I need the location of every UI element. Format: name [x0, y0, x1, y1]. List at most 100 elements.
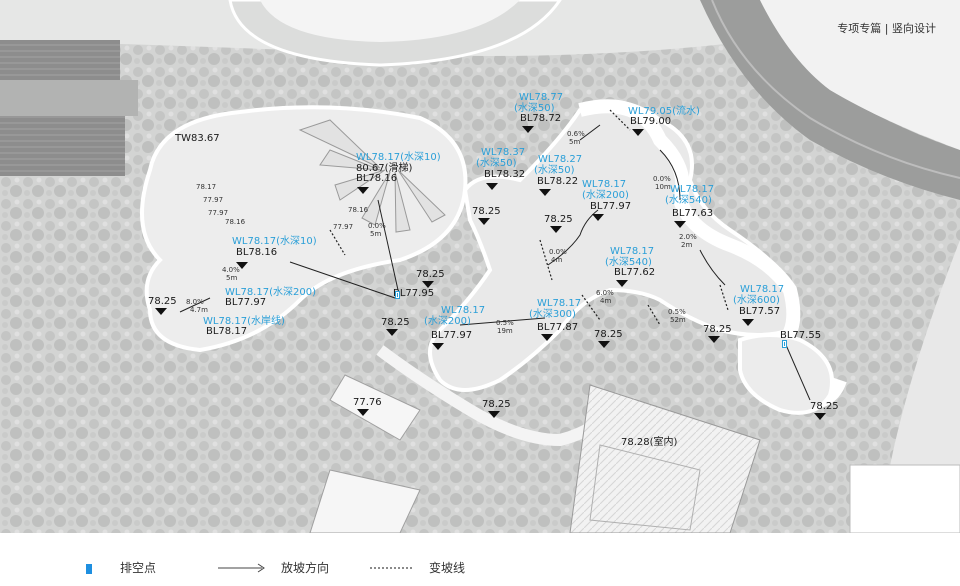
spot-elevation-marker — [357, 409, 369, 416]
water-depth-50b: (水深50) — [514, 103, 555, 114]
spot-elevation-drain: 78.25 — [381, 317, 410, 328]
parking-upper — [0, 40, 120, 80]
slope-note: 0.0% — [653, 175, 671, 183]
slope-note: 52m — [670, 316, 686, 324]
slope-note: 4.7m — [190, 306, 208, 314]
water-level-7827: WL78.27 — [538, 154, 583, 165]
slope-arrow-icon — [218, 563, 265, 573]
water-depth-b200: (水深200) — [424, 316, 471, 327]
spot-elevation-low: 78.25 — [482, 399, 511, 410]
indoor-building — [569, 384, 761, 533]
building-pavilion — [329, 374, 421, 441]
water-level-7905: WL79.05(流水) — [628, 106, 700, 117]
base-level-m540: BL77.62 — [614, 267, 656, 278]
base-level-7822: BL78.22 — [537, 176, 579, 187]
slope-note: 10m — [655, 183, 671, 191]
base-level-shoreline: BL78.17 — [206, 326, 248, 337]
road — [700, 0, 960, 200]
slope-note: 77.97 — [208, 209, 229, 217]
spot-elevation-upper: 78.25 — [416, 269, 445, 280]
water-level-slide: WL78.17(水深10) — [356, 152, 441, 163]
building-interior-outline — [589, 444, 701, 531]
road-edge — [711, 0, 960, 179]
lawn-east — [880, 240, 960, 533]
legend: 排空点 放坡方向 变坡线 — [0, 533, 960, 586]
legend-slope-label: 放坡方向 — [281, 561, 330, 575]
water-level-r600: WL78.17 — [740, 284, 785, 295]
spot-elevation-marker — [357, 187, 369, 194]
slope-note: 78.16 — [225, 218, 246, 226]
base-level-7755: BL77.55 — [780, 330, 822, 341]
spot-elevation-marker — [155, 308, 167, 315]
water-level-west-10: WL78.17(水深10) — [232, 236, 317, 247]
water-depth-50a: (水深50) — [476, 158, 517, 169]
slope-note: 77.97 — [203, 196, 224, 204]
spot-elevation-mid: 78.25 — [472, 206, 501, 217]
water-depth-m540: (水深540) — [605, 257, 652, 268]
slope-note: 77.97 — [333, 223, 354, 231]
slope-note: 4m — [600, 297, 612, 305]
slope-note: 6.0% — [596, 289, 614, 297]
water-level-west-200: WL78.17(水深200) — [225, 287, 316, 298]
base-level-drain: BL77.95 — [393, 288, 435, 299]
drain-point-icon — [86, 564, 92, 574]
slope-note: 0.5% — [496, 319, 514, 327]
base-level-r540: BL77.63 — [672, 208, 714, 219]
base-level-slide: BL78.16 — [356, 173, 398, 184]
base-level-b200: BL77.97 — [431, 330, 473, 341]
slope-note: 0.0% — [368, 222, 386, 230]
drain-point-marker — [782, 340, 787, 348]
water-level-b200: WL78.17 — [441, 305, 486, 316]
page-header: 专项专篇 | 竖向设计 — [837, 22, 936, 35]
spot-elevation-marker — [539, 189, 551, 196]
slope-note: 4.0% — [222, 266, 240, 274]
slope-note: 5m — [569, 138, 581, 146]
slope-note: 78.16 — [348, 206, 369, 214]
slide-elevation: 80.67(滑梯) — [356, 163, 413, 174]
spot-elevation-marker — [616, 280, 628, 287]
water-depth-50c: (水深50) — [534, 165, 575, 176]
slope-note: 8.0% — [186, 298, 204, 306]
drain-point-marker — [395, 291, 400, 299]
slope-note: 4m — [551, 256, 563, 264]
spot-elevation-marker — [236, 262, 248, 269]
spot-elevation-west: 78.25 — [148, 296, 177, 307]
water-depth-r600: (水深600) — [733, 295, 780, 306]
spot-elevation-marker — [814, 413, 826, 420]
grade-change-lines — [329, 109, 729, 326]
top-wall-elevation: TW83.67 — [175, 133, 220, 144]
spot-elevation-r2: 78.25 — [810, 401, 839, 412]
base-level-c200: BL77.97 — [590, 201, 632, 212]
spot-elevation-marker — [478, 218, 490, 225]
spot-elevation-r1: 78.25 — [703, 324, 732, 335]
spot-elevation-marker — [550, 226, 562, 233]
slope-note: 0.5% — [668, 308, 686, 316]
slope-note: 78.17 — [196, 183, 217, 191]
water-depth-c200: (水深200) — [582, 190, 629, 201]
base-level-b300: BL77.87 — [537, 322, 579, 333]
spot-elevation-marker — [486, 183, 498, 190]
base-level-7872: BL78.72 — [520, 113, 562, 124]
spot-elevation-marker — [742, 319, 754, 326]
spot-elevation-marker — [708, 336, 720, 343]
water-depth-r540: (水深540) — [665, 195, 712, 206]
slope-note: 0.0% — [549, 248, 567, 256]
spot-elevation-b1: 78.25 — [594, 329, 623, 340]
spot-elevation-marker — [432, 343, 444, 350]
entry-plaza-inner — [260, 0, 520, 42]
spot-elevation-marker — [522, 126, 534, 133]
spot-elevation-center: 78.25 — [544, 214, 573, 225]
water-level-m540: WL78.17 — [610, 246, 655, 257]
open-ground — [760, 0, 960, 150]
water-level-r540: WL78.17 — [670, 184, 715, 195]
water-level-c200: WL78.17 — [582, 179, 627, 190]
spot-elevation-marker — [632, 129, 644, 136]
spot-elevation-marker — [422, 281, 434, 288]
pool-east — [738, 333, 834, 415]
slope-note: 19m — [497, 327, 513, 335]
parking-aisle — [0, 80, 138, 116]
grade-change-line-icon — [370, 567, 412, 569]
base-level-7900: BL79.00 — [630, 116, 672, 127]
water-level-b300: WL78.17 — [537, 298, 582, 309]
legend-grade-change-label: 变坡线 — [429, 561, 466, 575]
